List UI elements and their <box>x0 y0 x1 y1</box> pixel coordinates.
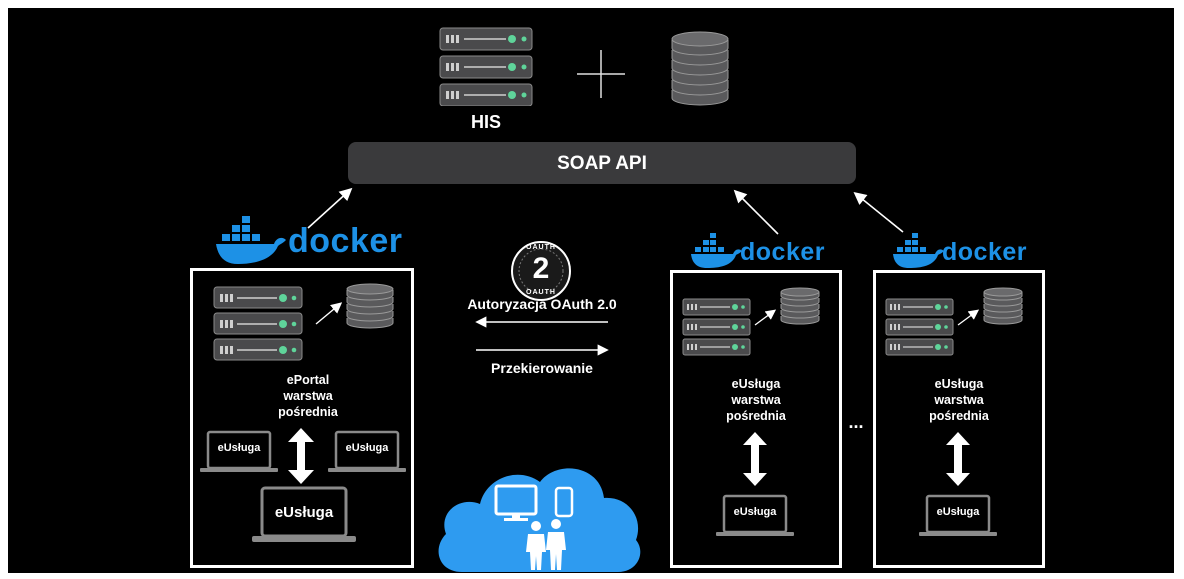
docker-whale-icon-right <box>893 233 944 268</box>
his-server-icon <box>439 27 533 106</box>
eservice-1-db-arrow <box>754 309 777 326</box>
oauth-badge-icon <box>511 241 571 301</box>
eportal-db-arrow <box>315 302 343 325</box>
arrow-left-docker-to-api <box>307 187 353 229</box>
eservice-1-database-icon <box>780 287 820 325</box>
laptop-icon <box>328 430 406 472</box>
eportal-server-icon <box>213 286 303 361</box>
soap-api-bar <box>348 142 856 184</box>
ellipsis: ... <box>848 412 864 432</box>
oauth-badge-top-text: OAUTH <box>526 244 556 251</box>
soap-api-label: SOAP API <box>557 153 647 174</box>
double-arrow-icon <box>743 432 767 486</box>
docker-wordmark-middle: docker <box>740 238 825 266</box>
eportal-title: ePortal warstwa pośrednia <box>278 373 338 419</box>
eservice-1-server-icon <box>682 298 751 356</box>
double-arrow-icon <box>946 432 970 486</box>
docker-wordmark-left: docker <box>288 222 403 260</box>
redirect-label: Przekierowanie <box>491 360 593 376</box>
eservice-2-database-icon <box>983 287 1023 325</box>
docker-whale-icon-middle <box>691 233 742 268</box>
laptop-label: eUsługa <box>217 442 261 454</box>
laptop-icon <box>200 430 278 472</box>
his-label: HIS <box>470 112 501 132</box>
cloud-users-icon <box>438 468 641 572</box>
laptop-label: eUsługa <box>345 442 389 454</box>
eservice-2-server-icon <box>885 298 954 356</box>
his-database-icon <box>671 31 729 106</box>
plus-icon <box>577 50 625 98</box>
api-arrows <box>307 187 904 356</box>
laptop-label: eUsługa <box>936 506 980 518</box>
eportal-database-icon <box>346 283 394 329</box>
docker-wordmark-right: docker <box>942 238 1027 266</box>
arrow-middle-docker-to-api <box>733 189 779 235</box>
oauth-label: Autoryzacja OAuth 2.0 <box>467 296 617 312</box>
diagram-canvas: HIS SOAP API <box>8 8 1174 573</box>
docker-whale-icon-left <box>216 216 286 264</box>
eservice-container-1 <box>670 270 842 568</box>
double-arrow-icon <box>288 428 314 484</box>
eservice-2-db-arrow <box>957 309 980 326</box>
laptop-label: eUsługa <box>274 504 334 521</box>
laptop-icon <box>716 494 794 536</box>
arrow-right-docker-to-api <box>853 191 904 233</box>
laptop-icon <box>252 486 356 542</box>
oauth-badge-bottom-text: OAUTH <box>526 289 556 296</box>
laptop-icon <box>919 494 997 536</box>
oauth-badge-number: 2 <box>532 252 550 285</box>
eservice-container-2 <box>873 270 1045 568</box>
eportal-container <box>190 268 414 568</box>
eservice-2-title: eUsługa warstwa pośrednia <box>929 377 989 423</box>
laptop-label: eUsługa <box>733 506 777 518</box>
eservice-1-title: eUsługa warstwa pośrednia <box>726 377 786 423</box>
